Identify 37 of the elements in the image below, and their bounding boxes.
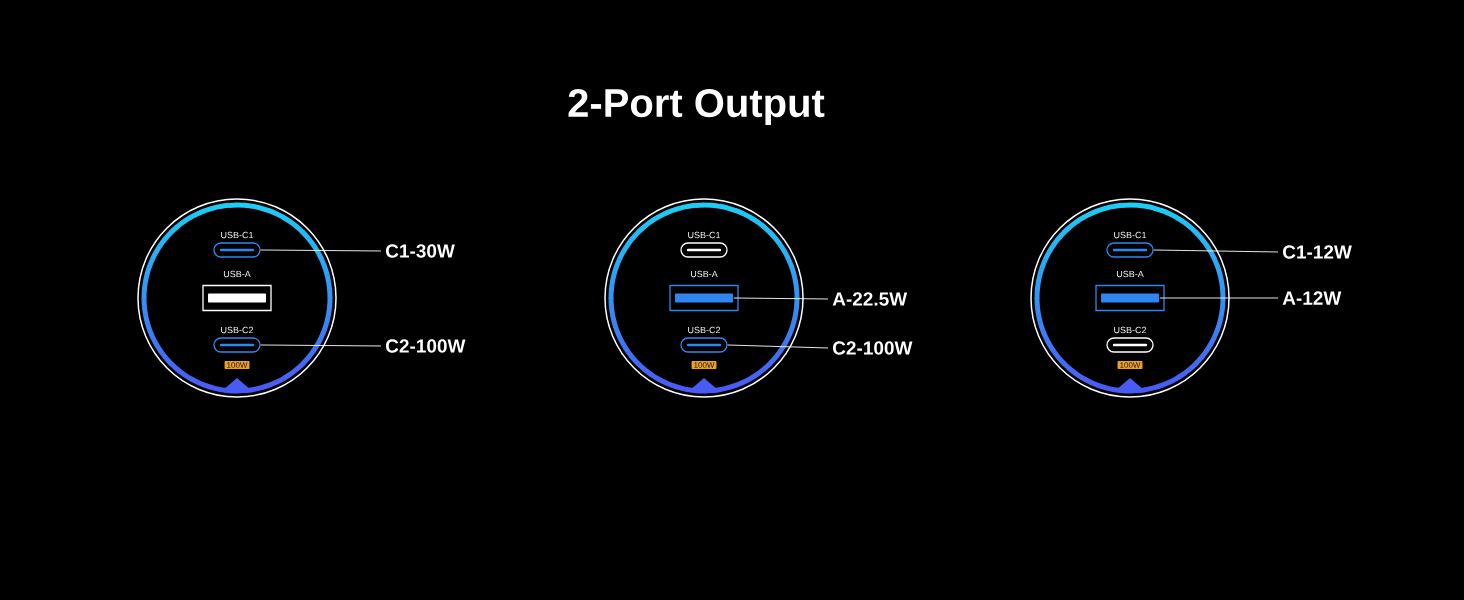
callout-label: C2-100W <box>386 339 466 353</box>
node-label: USB-C2 <box>221 326 254 334</box>
charger-face-drawing <box>604 198 804 398</box>
leader-line <box>727 344 829 349</box>
wattage-badge: 100W <box>691 360 717 370</box>
title: 2-Port Output <box>568 88 825 126</box>
node-label: USB-A <box>690 270 718 278</box>
usb-c-port: USB-C2 <box>680 326 728 353</box>
usb-c-port: USB-C2 <box>1106 326 1154 353</box>
usb-a-port: USB-A <box>669 270 739 312</box>
usb-c-port: USB-C1 <box>213 231 261 258</box>
wattage-badge: 100W <box>224 360 250 370</box>
leader-line <box>260 344 382 347</box>
callout-label: A-22.5W <box>832 292 908 306</box>
callout-label: C1-30W <box>386 244 455 258</box>
node-label: USB-A <box>223 270 251 278</box>
node-label: USB-A <box>1116 270 1144 278</box>
callout-label: C1-12W <box>1283 245 1352 259</box>
node-label: USB-C1 <box>1114 231 1147 239</box>
wattage-badge: 100W <box>1117 360 1143 370</box>
usb-c-port: USB-C1 <box>680 231 728 258</box>
leader-line <box>1159 297 1279 299</box>
callout-label: C2-100W <box>833 341 913 355</box>
callout-label: A-12W <box>1282 291 1342 305</box>
usb-a-port: USB-A <box>1095 270 1165 312</box>
usb-c-port: USB-C1 <box>1106 231 1154 258</box>
usb-c-port: USB-C2 <box>213 326 261 353</box>
leader-line <box>1153 249 1279 253</box>
usb-a-port: USB-A <box>202 270 272 312</box>
leader-line <box>260 249 382 252</box>
node-label: USB-C2 <box>688 326 721 334</box>
node-label: USB-C1 <box>221 231 254 239</box>
node-label: USB-C2 <box>1114 326 1147 334</box>
node-label: USB-C1 <box>688 231 721 239</box>
leader-line <box>733 297 829 300</box>
charger-face-drawing <box>137 198 337 398</box>
charger-face-drawing <box>1030 198 1230 398</box>
